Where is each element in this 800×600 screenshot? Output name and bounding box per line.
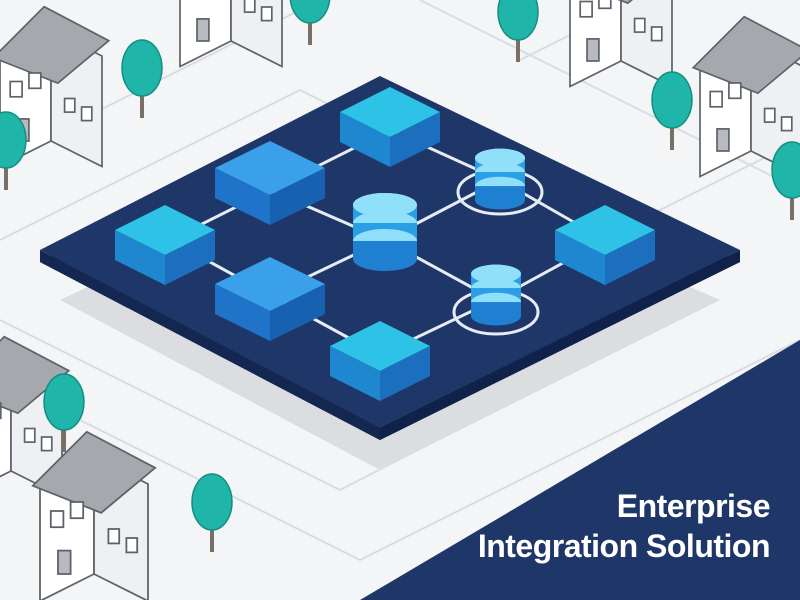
caption-line-1: Enterprise (616, 488, 771, 524)
caption-band (360, 340, 800, 600)
caption-line-2: Integration Solution (477, 528, 771, 564)
caption-text-block: Enterprise Integration Solution (477, 486, 771, 566)
